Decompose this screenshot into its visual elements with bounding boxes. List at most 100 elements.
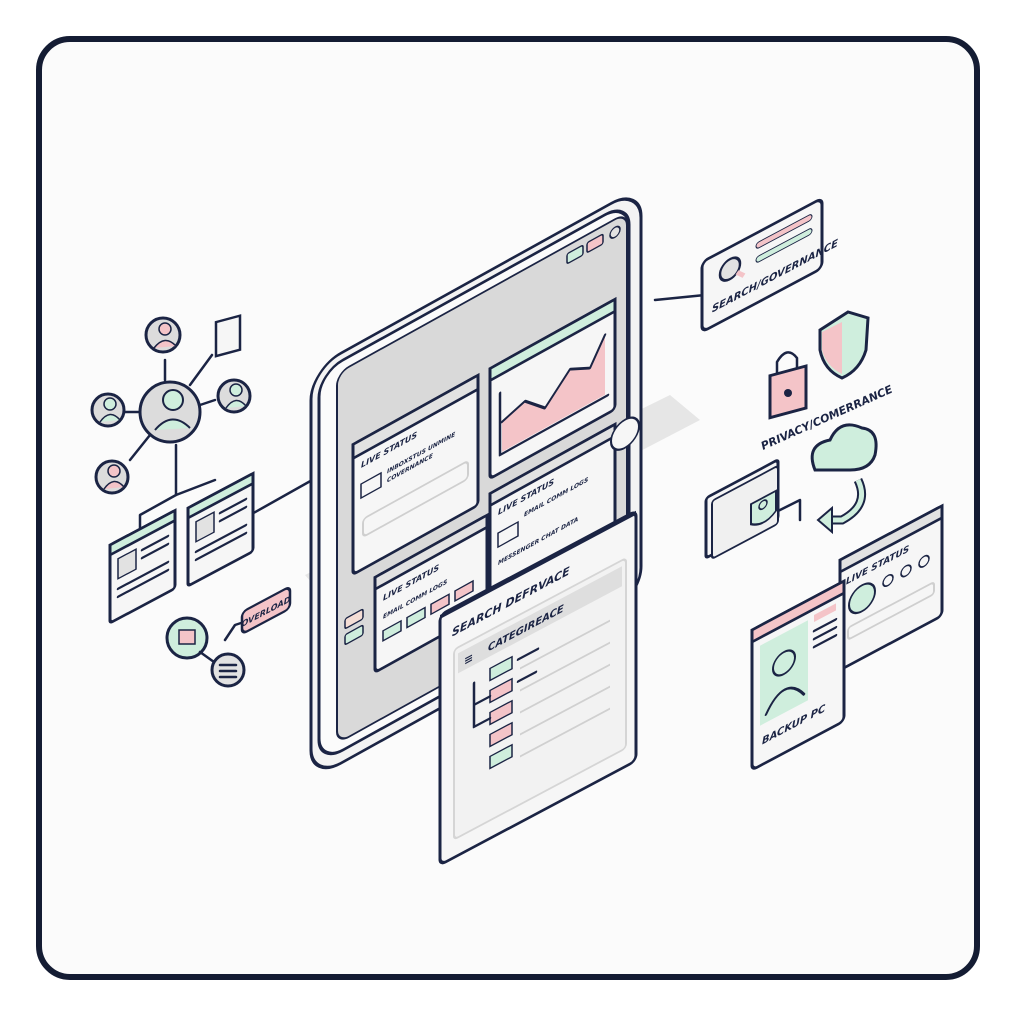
illustration-shape: [153, 339, 177, 349]
avatar: [848, 582, 876, 615]
live-status-card: LIVE STATUS INBOXSTUS UNMINE COVERNANCE: [351, 372, 480, 575]
illustration-shape: [103, 397, 117, 411]
line-chart-icon: [502, 334, 605, 452]
illustration-shape: [764, 686, 806, 716]
status-pill: [566, 244, 584, 264]
illustration-shape: [406, 606, 426, 629]
illustration-shape: [810, 423, 878, 472]
central-user-icon: [138, 380, 202, 444]
illustration-shape: [186, 471, 255, 521]
illustration-shape: [520, 619, 610, 758]
illustration-shape: [838, 506, 944, 670]
illustration-shape: [194, 497, 248, 562]
illustration-shape: [772, 649, 796, 677]
illustration-shape: [382, 619, 402, 643]
illustration-shape: [162, 389, 184, 411]
backup-pc-card[interactable]: BACKUP PC: [750, 578, 846, 770]
illustration-shape: [700, 198, 824, 332]
illustration-shape: [750, 578, 846, 645]
document-icon: [214, 314, 242, 358]
illustration-shape: [198, 650, 216, 664]
user-icon: [94, 459, 130, 495]
user-icon: [900, 564, 912, 578]
lock-icon: [768, 351, 808, 420]
illustration-shape: [498, 391, 610, 457]
illustration-shape: [454, 579, 474, 603]
illustration-shape: [373, 512, 489, 592]
mail-icon: [497, 520, 519, 549]
illustration-shape: [430, 593, 450, 616]
user-network: [90, 314, 252, 495]
user-icon: [882, 573, 894, 587]
illustration-shape: [758, 499, 768, 511]
search-governance-card[interactable]: SEARCH/GOVERNANCE: [700, 189, 839, 332]
illustration-shape: [653, 293, 707, 302]
illustration-shape: [784, 389, 792, 397]
side-button: [344, 624, 364, 645]
illustration-shape: [489, 743, 513, 770]
illustration-shape: [108, 508, 177, 558]
more-button: [610, 416, 640, 451]
mail-icon: [360, 471, 382, 500]
illustration-shape: [500, 333, 607, 424]
illustration-shape: [117, 548, 137, 580]
illustration-shape: [138, 443, 178, 542]
user-icon: [90, 392, 126, 428]
live-status-user-card[interactable]: LIVE STATUS: [838, 503, 944, 670]
illustration-shape: [107, 464, 121, 478]
illustration-shape: [174, 478, 217, 497]
illustration-shape: [488, 296, 617, 383]
user-icon: [216, 378, 252, 414]
illustration-shape: [816, 505, 833, 535]
illustration-shape: [178, 629, 196, 645]
search-window[interactable]: SEARCH DEFRVACE ≡ CATEGIREACE: [438, 510, 638, 865]
illustration-shape: [362, 461, 469, 537]
illustration-shape: [768, 498, 802, 522]
overload-badge[interactable]: OVERLOAD: [240, 586, 292, 634]
illustration-shape: [218, 663, 238, 679]
illustration-shape: [755, 214, 813, 249]
illustration-shape: [828, 478, 866, 525]
illustration-shape: [609, 225, 621, 239]
cloud-icon: [810, 423, 878, 472]
live-status-card: LIVE STATUS EMAIL COMM LOGS: [373, 512, 489, 673]
illustration-shape: [123, 353, 217, 462]
menu-icon: ≡: [464, 650, 473, 668]
secure-folder-icon: [704, 459, 780, 559]
shield-icon: [818, 310, 870, 380]
illustration-shape: [99, 413, 121, 423]
illustration-shape: [116, 534, 170, 599]
illustration-shape: [814, 603, 836, 623]
illustration-shape: [489, 655, 513, 682]
list-circle-icon: [210, 652, 246, 688]
category-tree: [472, 619, 610, 770]
user-icon: [918, 554, 930, 568]
profile-window: [186, 471, 255, 587]
illustration-shape: [838, 503, 944, 575]
profile-window: [108, 508, 177, 624]
illustration-shape: [775, 351, 799, 377]
mail-circle-icon: [165, 616, 209, 660]
illustration-shape: [489, 721, 513, 748]
illustration-shape: [158, 322, 172, 336]
illustration-shape: [240, 587, 292, 634]
illustration-shape: [103, 480, 125, 490]
illustration-shape: [195, 511, 215, 543]
illustration-shape: [472, 647, 540, 729]
chart-card: [488, 296, 617, 479]
illustration-shape: [154, 418, 191, 431]
category-bar: [458, 566, 622, 674]
illustration-shape: [229, 383, 243, 397]
illustration-shape: [735, 270, 746, 278]
illustration-shape: [847, 582, 935, 640]
profile-photo: [760, 620, 808, 726]
illustration-shape: [822, 322, 842, 374]
side-button: [344, 608, 364, 629]
illustration-shape: [828, 478, 864, 523]
sync-arrow-icon: [816, 478, 866, 535]
illustration-shape: [812, 617, 838, 649]
status-pill: [586, 233, 604, 253]
illustration-shape: [453, 558, 627, 840]
illustration-shape: [440, 510, 636, 619]
